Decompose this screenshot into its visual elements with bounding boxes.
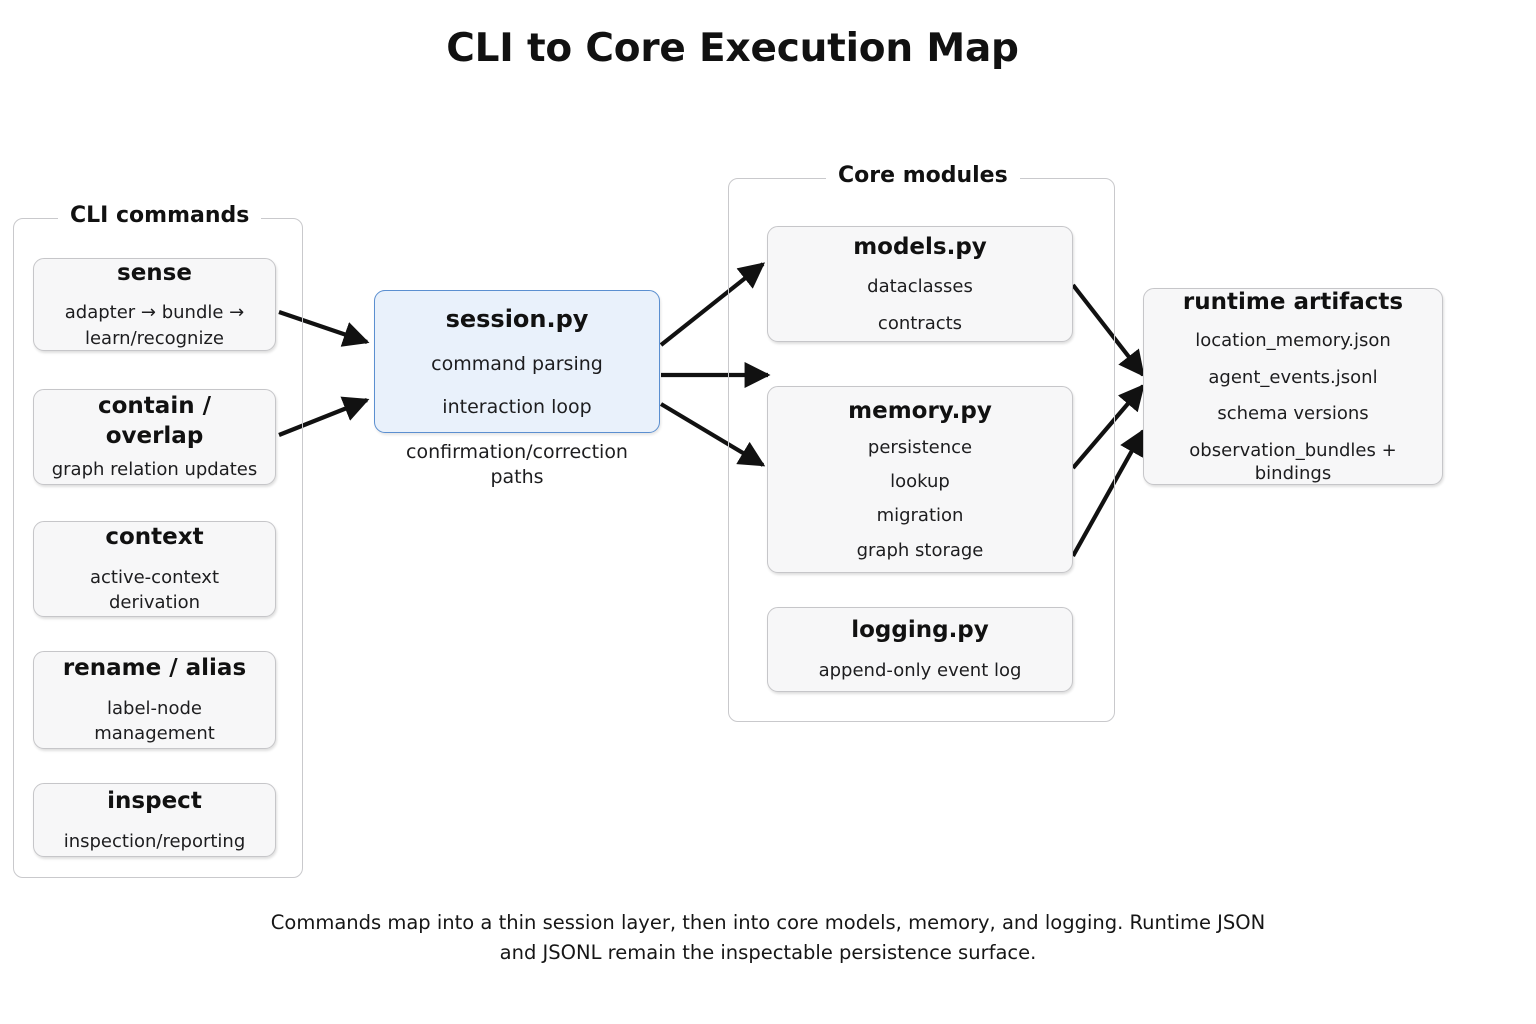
node-contain-overlap-title-line1: contain /: [98, 393, 211, 420]
node-memory-py[interactable]: memory.py persistence lookup migration g…: [767, 386, 1073, 573]
node-rename-alias-title: rename / alias: [62, 655, 247, 682]
node-logging-py[interactable]: logging.py append-only event log: [767, 607, 1073, 692]
node-session-py-title: session.py: [445, 304, 589, 333]
group-cli-commands: CLI commands: [13, 203, 303, 878]
node-models-py-detail-0: dataclasses: [867, 276, 973, 298]
node-context[interactable]: context active-context derivation: [33, 521, 276, 617]
node-rename-alias-detail-1: management: [94, 723, 215, 745]
node-sense-detail-0: adapter → bundle →: [64, 302, 245, 324]
node-runtime-artifacts-title: runtime artifacts: [1182, 288, 1404, 315]
node-inspect[interactable]: inspect inspection/reporting: [33, 783, 276, 857]
node-rename-alias[interactable]: rename / alias label-node management: [33, 651, 276, 749]
node-runtime-artifacts-detail-0: location_memory.json: [1195, 330, 1391, 352]
node-models-py-detail-1: contracts: [877, 312, 963, 334]
node-inspect-title: inspect: [107, 787, 202, 814]
node-session-py[interactable]: session.py command parsing interaction l…: [374, 290, 660, 433]
node-memory-py-title: memory.py: [848, 397, 992, 424]
node-runtime-artifacts-detail-3: observation_bundles + bindings: [1189, 439, 1397, 484]
node-contain-overlap-title-line2: overlap: [105, 423, 204, 450]
node-memory-py-detail-3: graph storage: [856, 539, 984, 561]
node-sense-title: sense: [117, 259, 192, 286]
node-logging-py-detail-0: append-only event log: [818, 660, 1022, 682]
node-sense[interactable]: sense adapter → bundle → learn/recognize: [33, 258, 276, 351]
node-memory-py-detail-0: persistence: [867, 436, 973, 458]
node-context-detail-1: derivation: [108, 592, 201, 614]
node-context-title: context: [105, 524, 204, 551]
session-caption-line1: confirmation/correction: [406, 441, 628, 463]
node-rename-alias-detail-0: label-node: [107, 697, 202, 719]
node-memory-py-detail-2: migration: [876, 505, 964, 527]
node-models-py-title: models.py: [853, 233, 987, 260]
node-contain-overlap-detail-0: graph relation updates: [51, 459, 258, 481]
node-logging-py-title: logging.py: [851, 617, 989, 644]
node-runtime-artifacts[interactable]: runtime artifacts location_memory.json a…: [1143, 288, 1443, 485]
node-session-py-detail-0: command parsing: [431, 352, 603, 375]
session-caption: confirmation/correction paths: [374, 440, 660, 491]
node-contain-overlap[interactable]: contain / overlap graph relation updates: [33, 389, 276, 485]
page-title: CLI to Core Execution Map: [446, 26, 1019, 71]
node-memory-py-detail-1: lookup: [890, 470, 950, 492]
session-caption-line2: paths: [490, 466, 544, 489]
node-session-py-detail-1: interaction loop: [442, 395, 592, 418]
node-sense-detail-1: learn/recognize: [84, 327, 224, 349]
group-core-modules: Core modules: [728, 163, 1115, 722]
node-runtime-artifacts-detail-2: schema versions: [1217, 403, 1369, 425]
group-cli-commands-label: CLI commands: [58, 203, 262, 229]
node-context-detail-0: active-context: [89, 566, 220, 588]
node-inspect-detail-0: inspection/reporting: [63, 830, 246, 852]
group-core-modules-label: Core modules: [826, 163, 1020, 189]
node-models-py[interactable]: models.py dataclasses contracts: [767, 226, 1073, 342]
node-runtime-artifacts-detail-1: agent_events.jsonl: [1208, 366, 1378, 388]
footer-note: Commands map into a thin session layer, …: [270, 911, 1266, 965]
